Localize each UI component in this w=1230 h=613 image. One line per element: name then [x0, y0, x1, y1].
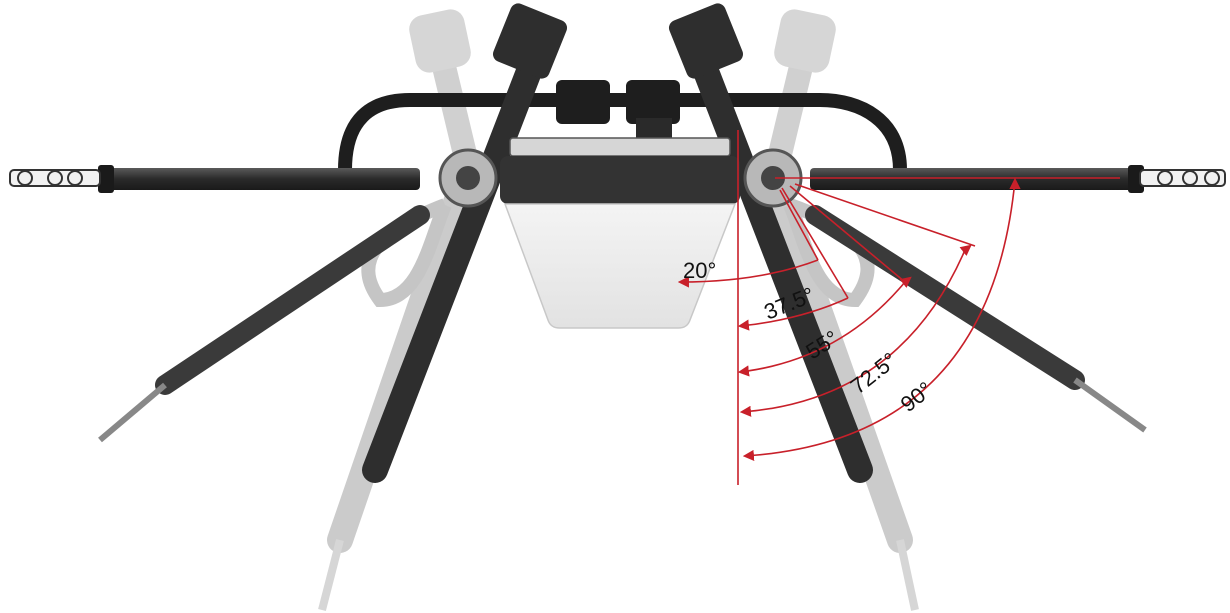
arrow-72-5-tip: [959, 244, 972, 256]
angle-label-20: 20°: [683, 258, 716, 283]
ghost-arm-lower-left: [318, 172, 475, 611]
ray-37-5: [781, 187, 849, 299]
horizontal-arm-left: [98, 165, 420, 193]
pivot-hub-right: [743, 148, 803, 208]
angle-annotation: [677, 130, 1120, 485]
ray-20: [779, 189, 819, 261]
angle-label-72-5: 72.5°: [846, 347, 902, 398]
arc-55: [737, 281, 906, 377]
nozzle-left: [9, 169, 101, 187]
ghost-arm-lower-right: [762, 172, 919, 611]
arc-90: [742, 179, 1016, 461]
nozzle-right: [1139, 169, 1226, 187]
ghost-arms: [318, 9, 919, 611]
arc-37-5: [737, 297, 849, 331]
steep-arm-right: [668, 3, 873, 483]
ray-72-5: [794, 183, 976, 247]
diagonal-arm-lower-left: [98, 205, 430, 443]
arc-20: [677, 259, 819, 288]
arrow-55-tip: [899, 276, 912, 288]
top-canisters: [556, 80, 680, 138]
arc-72-5: [739, 249, 966, 417]
spray-tank: [503, 203, 737, 329]
horizontal-arm-right: [810, 165, 1144, 193]
pivot-hub-left: [438, 148, 498, 208]
ray-55: [789, 185, 906, 283]
upper-frame-bar: [338, 93, 907, 177]
steep-arm-left: [362, 3, 568, 483]
ghost-arm-upper-right: [763, 9, 836, 187]
central-body: [500, 137, 740, 204]
